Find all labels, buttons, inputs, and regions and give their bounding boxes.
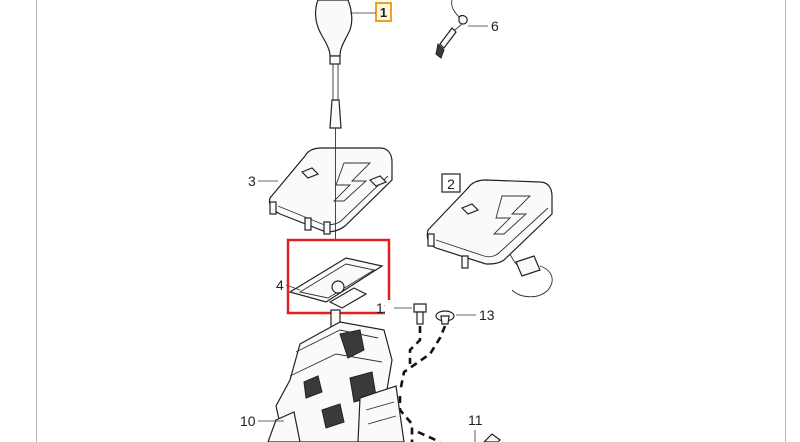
gear-cover-part-2[interactable]: 2 xyxy=(426,173,553,298)
callout-2-label: 2 xyxy=(447,176,455,192)
bolt-part-12[interactable]: 12 xyxy=(376,300,427,325)
bracket-part-11[interactable]: 11 xyxy=(468,412,501,442)
frame-right-margin xyxy=(785,0,800,442)
gear-knob-part-1[interactable] xyxy=(314,0,353,140)
bolt-path-indicators xyxy=(398,325,447,442)
cover-plate-part-4[interactable]: 4 xyxy=(276,257,384,309)
bolt-path-indicator-lower xyxy=(417,430,441,442)
frame-left-margin xyxy=(0,0,37,442)
callout-13-label: 13 xyxy=(479,307,495,323)
callout-10-label: 10 xyxy=(240,413,256,429)
callout-1-selected[interactable]: 1 xyxy=(350,2,392,22)
nut-part-13[interactable]: 13 xyxy=(435,307,495,325)
callout-4-label: 4 xyxy=(276,277,284,293)
callout-6-label: 6 xyxy=(491,18,499,34)
callout-11-label: 11 xyxy=(468,412,483,428)
cable-part-6[interactable]: 6 xyxy=(435,0,499,59)
gear-mechanism-part-10[interactable]: 10 xyxy=(240,309,405,442)
gear-cover-part-3[interactable]: 3 xyxy=(248,140,393,240)
callout-1-label: 1 xyxy=(380,5,387,20)
callout-3-label: 3 xyxy=(248,173,256,189)
